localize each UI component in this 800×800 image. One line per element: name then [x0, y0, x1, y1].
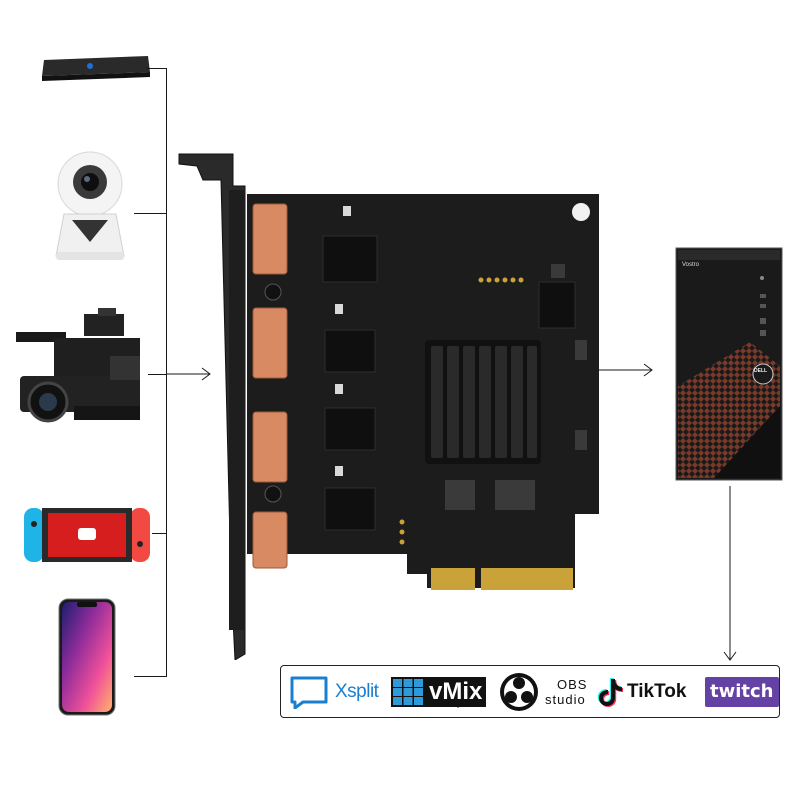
tiktok-logo: TikTok: [597, 672, 686, 712]
pc-model-label: Vostro: [682, 262, 700, 268]
connector-line: [134, 213, 166, 214]
game-console: [24, 508, 150, 562]
vmix-text: vMix: [425, 677, 487, 707]
connector-line: [166, 68, 167, 677]
security-camera: [54, 148, 126, 262]
pc-brand-label: DELL: [754, 368, 768, 374]
set-top-box: [40, 52, 152, 82]
desktop-computer: Vostro DELL: [674, 246, 784, 482]
connector-line: [148, 374, 166, 375]
capture-card: [175, 150, 605, 661]
arrow-right: [166, 366, 212, 382]
obs-logo: OBS studio: [499, 672, 587, 712]
vmix-subtitle: Video Mixing Software: [431, 703, 481, 709]
connector-line: [134, 676, 166, 677]
connector-line: [146, 68, 166, 69]
twitch-text: twitch: [705, 677, 779, 707]
vmix-grid-icon: [391, 677, 425, 707]
tiktok-text: TikTok: [627, 681, 687, 702]
xsplit-text: Xsplit: [335, 681, 379, 702]
xsplit-monitor-icon: [289, 675, 329, 710]
obs-text-line2: studio: [545, 692, 586, 707]
software-logo-bar: Xsplit vMix Video Mixing Software: [280, 665, 780, 718]
connector-line: [152, 533, 166, 534]
arrow-right: [598, 362, 654, 378]
smartphone: [58, 598, 116, 716]
xsplit-logo: Xsplit: [289, 672, 379, 712]
obs-icon: [499, 672, 539, 712]
tiktok-note-icon: [597, 677, 624, 707]
vmix-logo: vMix Video Mixing Software: [391, 672, 487, 712]
camcorder: [14, 306, 148, 424]
obs-text-line1: OBS: [557, 677, 588, 692]
arrow-down: [722, 486, 738, 662]
twitch-logo: twitch: [705, 672, 779, 712]
